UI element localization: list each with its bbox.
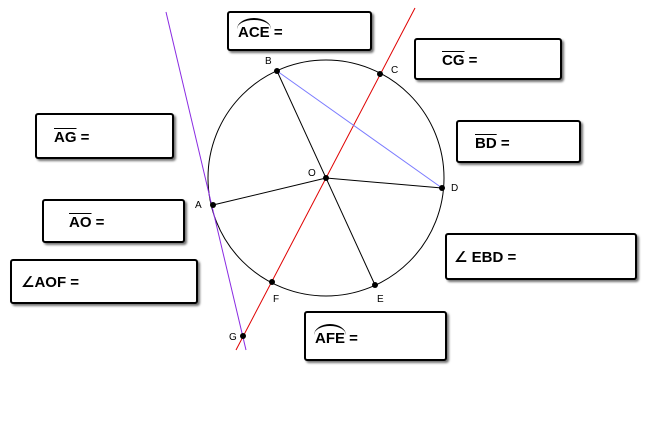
label-o: O — [308, 168, 316, 179]
angle-ebd-field[interactable]: ∠ EBD = — [445, 233, 637, 280]
angle-aof-label: ∠AOF = — [21, 274, 80, 291]
segment-ag-field[interactable]: AG = — [35, 113, 174, 159]
segment-cg-label: CG — [442, 52, 465, 69]
radius-od — [325, 177, 443, 189]
radius-oa — [212, 177, 327, 206]
arc-ace-field[interactable]: ACE = — [227, 11, 372, 51]
segment-bd-field[interactable]: BD = — [456, 120, 581, 163]
point-o[interactable] — [323, 175, 329, 181]
angle-ebd-label: ∠ EBD = — [454, 249, 517, 266]
point-a[interactable] — [210, 202, 216, 208]
arc-afe-field[interactable]: AFE = — [304, 311, 447, 361]
point-e[interactable] — [372, 282, 378, 288]
arc-ace-label: ACE — [237, 18, 271, 41]
point-g[interactable] — [240, 333, 246, 339]
point-b[interactable] — [274, 68, 280, 74]
point-c[interactable] — [377, 71, 383, 77]
label-b: B — [265, 56, 272, 67]
point-d[interactable] — [439, 185, 445, 191]
segment-ao-label: AO — [69, 214, 92, 231]
point-f[interactable] — [269, 279, 275, 285]
segment-bd-label: BD — [475, 135, 497, 152]
label-g: G — [229, 332, 237, 343]
circle-o — [207, 59, 445, 297]
segment-ao-field[interactable]: AO = — [42, 199, 185, 243]
angle-aof-field[interactable]: ∠AOF = — [10, 259, 198, 304]
tangent-line-ag — [165, 11, 247, 351]
label-d: D — [451, 183, 458, 194]
chord-bd — [276, 70, 443, 189]
segment-cg-field[interactable]: CG = — [414, 38, 562, 80]
label-a: A — [195, 200, 202, 211]
label-c: C — [391, 65, 398, 76]
label-f: F — [273, 294, 279, 305]
segment-ag-label: AG — [54, 129, 77, 146]
arc-afe-label: AFE — [314, 324, 346, 347]
label-e: E — [377, 294, 384, 305]
